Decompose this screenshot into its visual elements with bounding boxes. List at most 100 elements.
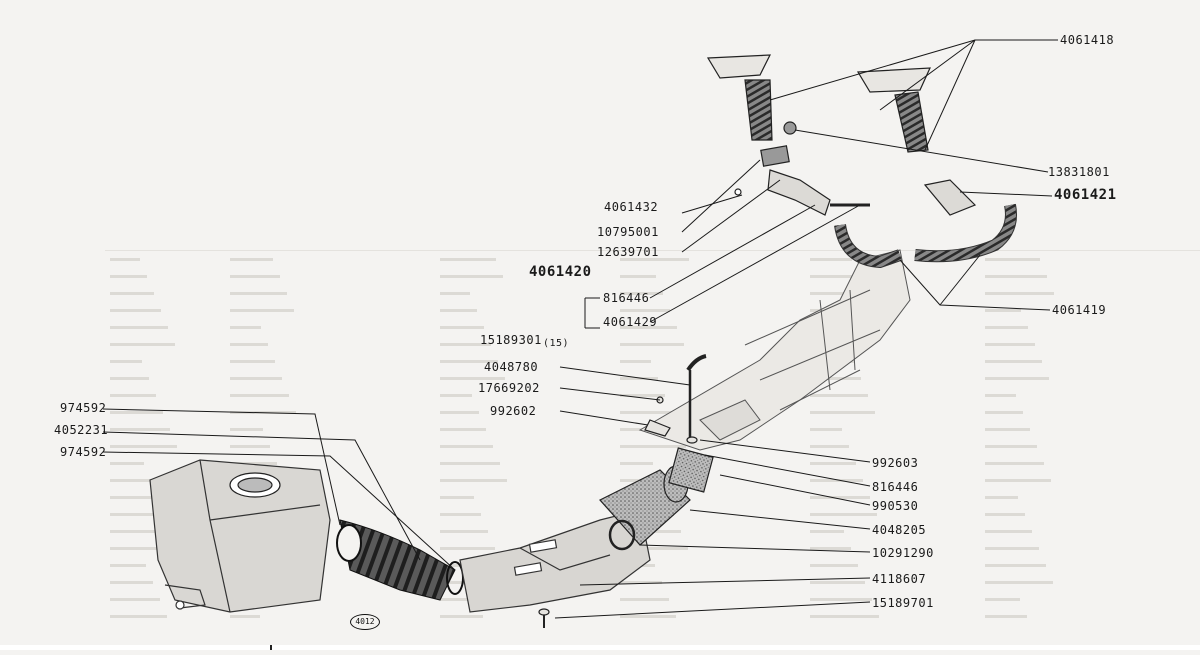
- ghost-row-mark: [810, 258, 852, 261]
- ghost-row-mark: [985, 377, 1049, 380]
- leader-lines: [102, 39, 1058, 619]
- ghost-row-mark: [985, 326, 1028, 329]
- ghost-row-mark: [985, 275, 1047, 278]
- part-label-816446-upper: 816446: [603, 291, 650, 305]
- part-label-12639701: 12639701: [597, 245, 659, 259]
- heater-hoses: [734, 169, 1017, 269]
- ghost-row-mark: [440, 513, 481, 516]
- ghost-row-mark: [110, 360, 142, 363]
- part-label-13831801: 13831801: [1048, 165, 1110, 179]
- part-label-10291290: 10291290: [872, 546, 934, 560]
- ghost-row-mark: [620, 598, 669, 601]
- part-label-816446-lower: 816446: [872, 480, 919, 494]
- ghost-row-mark: [985, 547, 1039, 550]
- part-label-4061429: 4061429: [603, 315, 658, 329]
- ghost-row-mark: [110, 496, 158, 499]
- ghost-row-mark: [810, 615, 879, 618]
- ghost-row-mark: [985, 615, 1027, 618]
- part-label-17669202: 17669202: [478, 381, 540, 395]
- ghost-row-mark: [440, 479, 507, 482]
- ghost-row-mark: [620, 275, 656, 278]
- ghost-row-mark: [810, 411, 875, 414]
- ghost-row-mark: [230, 343, 268, 346]
- ghost-row-mark: [985, 462, 1044, 465]
- ghost-row-mark: [810, 564, 858, 567]
- part-label-4118607: 4118607: [872, 572, 927, 586]
- part-label-992602: 992602: [490, 404, 537, 418]
- ghost-row-mark: [110, 479, 151, 482]
- ghost-row-mark: [620, 343, 684, 346]
- part-label-4061418: 4061418: [1060, 33, 1115, 47]
- fuel-tank: [149, 459, 331, 613]
- ghost-row-mark: [230, 292, 287, 295]
- ghost-row-mark: [620, 326, 677, 329]
- ghost-row-mark: [230, 445, 270, 448]
- part-label-992603: 992603: [872, 456, 919, 470]
- ghost-row-mark: [110, 615, 167, 618]
- ghost-row-mark: [110, 513, 165, 516]
- ghost-row-mark: [985, 513, 1025, 516]
- ghost-row-mark: [440, 343, 491, 346]
- ghost-row-mark: [810, 428, 842, 431]
- ghost-row-mark: [110, 462, 144, 465]
- ghost-row-mark: [985, 598, 1020, 601]
- part-label-4052231: 4052231: [54, 423, 109, 437]
- ghost-row-mark: [985, 445, 1037, 448]
- ghost-row-mark: [110, 411, 163, 414]
- ghost-row-mark: [110, 394, 156, 397]
- ghost-row-mark: [440, 326, 484, 329]
- part-label-15189701: 15189701: [872, 596, 934, 610]
- ghost-row-mark: [620, 394, 665, 397]
- ghost-row-mark: [810, 496, 870, 499]
- ghost-row-mark: [110, 377, 149, 380]
- ghost-row-mark: [110, 530, 172, 533]
- ghost-row-mark: [810, 394, 868, 397]
- ghost-row-mark: [440, 292, 470, 295]
- ghost-row-mark: [440, 275, 503, 278]
- ghost-row-mark: [620, 462, 653, 465]
- ghost-row-mark: [985, 309, 1021, 312]
- ghost-row-mark: [440, 462, 500, 465]
- ghost-row-mark: [810, 275, 859, 278]
- ghost-row-mark: [985, 581, 1053, 584]
- ghost-row-mark: [110, 581, 153, 584]
- defroster-vents: [706, 54, 931, 167]
- ghost-row-mark: [230, 462, 277, 465]
- ghost-row-mark: [985, 343, 1035, 346]
- ghost-row-mark: [230, 428, 263, 431]
- ghost-row-mark: [810, 377, 861, 380]
- ghost-row-mark: [230, 360, 275, 363]
- ghost-row-mark: [985, 564, 1046, 567]
- ghost-row-mark: [810, 513, 877, 516]
- intake-bellows: [336, 519, 464, 601]
- ghost-row-mark: [110, 309, 161, 312]
- ghost-row-mark: [110, 326, 168, 329]
- part-label-4048205: 4048205: [872, 523, 927, 537]
- ghost-row-mark: [110, 343, 175, 346]
- ghost-row-mark: [810, 530, 844, 533]
- ghost-row-mark: [110, 275, 147, 278]
- ghost-row-mark: [230, 394, 289, 397]
- ghost-row-mark: [620, 258, 689, 261]
- ghost-row-mark: [440, 598, 476, 601]
- ghost-row-mark: [440, 258, 496, 261]
- part-label-4061432: 4061432: [604, 200, 659, 214]
- ghost-row-mark: [230, 258, 273, 261]
- ghost-row-mark: [230, 326, 261, 329]
- ghost-row-mark: [985, 394, 1016, 397]
- ghost-row-mark: [110, 428, 170, 431]
- part-label-10795001: 10795001: [597, 225, 659, 239]
- ghost-row-mark: [440, 411, 479, 414]
- ghost-row-mark: [440, 377, 505, 380]
- ghost-row-mark: [440, 445, 493, 448]
- ghost-row-mark: [985, 411, 1023, 414]
- ghost-row-mark: [985, 360, 1042, 363]
- ghost-row-mark: [620, 581, 662, 584]
- part-label-4061419: 4061419: [1052, 303, 1107, 317]
- ghost-row-mark: [620, 309, 670, 312]
- ghost-row-mark: [810, 462, 856, 465]
- heat-exchanger: [599, 447, 714, 551]
- ghost-row-mark: [985, 479, 1051, 482]
- lower-duct-pipe: [459, 509, 651, 613]
